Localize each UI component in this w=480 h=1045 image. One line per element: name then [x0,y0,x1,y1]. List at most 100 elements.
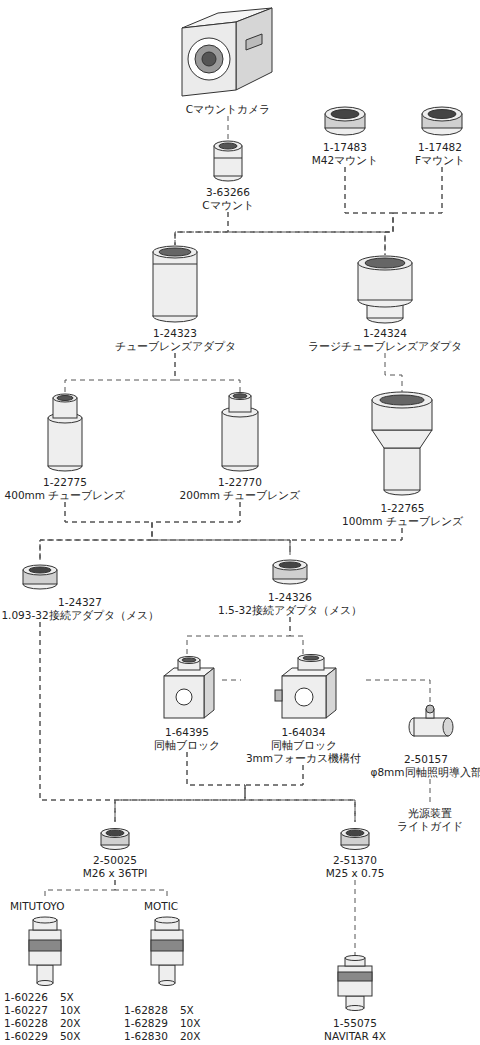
tube-lens-100-illustration-part [372,430,432,448]
table-cell: 5X [60,991,81,1004]
tube-lens-200-illustration-part [233,394,247,398]
label-stack: 1-24323チューブレンズアダプタ [110,327,240,353]
component-node: 1-55075NAVITAR 4X [300,955,410,1043]
component-label: 1.093-32接続アダプタ（メス） [1,609,158,622]
mitutoyo-objective-illustration-part [29,930,61,965]
connector-line [45,880,115,900]
connector-line [385,167,442,255]
component-node: MITUTOYO1-602265X1-6022710X1-6022820X1-6… [0,900,115,1043]
connector-line [152,502,290,555]
table-cell: 10X [180,1017,201,1030]
component-node: 1-64395同軸ブロック [152,655,222,752]
component-label: 2-51370 [333,854,377,867]
component-label: 3-63266 [206,186,250,199]
connector-line [40,502,240,560]
navitar-objective-illustration [338,956,372,1011]
connector-line [40,502,152,560]
component-label: 1-64395 [165,726,209,739]
component-label: 1-55075 [333,1017,377,1030]
component-label: 1-17482 [418,141,462,154]
m26-adapter-illustration-part [101,829,129,838]
component-label: 光源装置 ライトガイド [395,807,465,833]
component-node: 1-24324ラージチューブレンズアダプタ [295,255,475,353]
connector-line [115,752,245,822]
connector-line [40,622,115,822]
large-adapter-illustration [358,256,412,323]
tube-lens-400-illustration-part [57,396,73,401]
component-node: 3-63266Cマウント [188,140,268,212]
navitar-objective-illustration-part [346,1006,364,1011]
label-stack: 1-22765100mm チューブレンズ [335,502,470,528]
component-node: 1-17482Fマウント [400,104,480,167]
component-label: 1-22765 [381,502,425,515]
tube-lens-200-illustration-part [229,393,251,400]
tube-lens-adapter-illustration-part [153,264,197,265]
component-node: 1-64034同軸ブロック 3mmフォーカス機構付 [241,655,366,765]
coaxial-block-illustration [164,657,214,719]
component-label: M25 x 0.75 [326,867,385,880]
component-node: 1-22765100mm チューブレンズ [335,392,470,528]
tube-lens-adapter-illustration-part [153,252,197,316]
part-table: 1-628285X1-6282910X1-6283020X [124,1004,200,1043]
navitar-objective-illustration-part [345,956,365,961]
component-label: 1-24324 [363,327,407,340]
table-cell: 1-60229 [4,1030,48,1043]
label-stack: 1-22770200mm チューブレンズ [175,476,305,502]
coaxial-block-illustration-part [164,676,204,718]
large-adapter-illustration-part [358,256,412,270]
adapter-1093-illustration [23,565,57,589]
m25-adapter-illustration-part [346,830,364,836]
component-label: M26 x 36TPI [83,867,148,880]
connector-line [175,212,228,245]
adapter-1093-illustration-part [29,567,51,573]
tube-lens-200-illustration [222,393,258,472]
table-cell: 1-62828 [124,1004,168,1017]
component-label: 1-22775 [43,476,87,489]
connector-line [345,167,393,255]
tube-lens-100-illustration-part [384,448,420,490]
connector-line [115,765,303,822]
m25-adapter-illustration-part [341,829,369,838]
connector-line [290,617,303,655]
m42-mount-illustration-part [325,107,365,121]
adapter-15-illustration [273,560,307,584]
adapter-15-illustration-part [273,560,307,570]
component-label: 2-50157 [404,753,448,766]
label-stack: 1-243271.093-32接続アダプタ（メス） [0,596,160,622]
component-node: 1-24323チューブレンズアダプタ [110,245,240,353]
label-stack: 1-64034同軸ブロック 3mmフォーカス機構付 [241,726,366,765]
navitar-objective-illustration-part [338,972,372,981]
navitar-objective-illustration-part [338,966,372,996]
connector-line [228,116,229,140]
component-node: 2-51370M25 x 0.75 [310,822,400,880]
tube-lens-adapter-illustration-part [159,248,191,256]
component-label: Cマウントカメラ [186,103,270,116]
connector-line [290,528,402,555]
tube-lens-100-illustration-part [380,395,424,405]
motic-objective-illustration-part [151,940,183,951]
mitutoyo-objective-illustration [29,917,61,986]
table-cell: 1-62829 [124,1017,168,1030]
label-stack: 2-50157φ8mm同軸照明導入部 [372,753,480,779]
component-label: 同軸ブロック [154,739,220,752]
label-stack: 1-17483M42マウント [300,141,390,167]
adapter-1093-illustration-part [23,565,57,575]
component-label: Fマウント [415,154,465,167]
coaxial-focus-block-illustration [275,655,336,719]
tube-lens-400-illustration-part [48,418,82,466]
connector-line [115,880,167,900]
coaxial-illuminator-illustration-part [443,718,453,736]
connector-line [40,528,402,560]
tube-lens-400-illustration [48,394,82,471]
label-stack: 1-17482Fマウント [400,141,480,167]
component-label: 1-24323 [153,327,197,340]
tube-lens-adapter-illustration-part [153,246,197,258]
component-label: M42マウント [312,154,378,167]
m42-mount-illustration-part [331,110,359,119]
table-cell: 50X [60,1030,81,1043]
component-label: 2-50025 [93,854,137,867]
mitutoyo-objective-illustration-part [33,917,57,923]
component-label: 1.5-32接続アダプタ（メス） [218,604,362,617]
f-mount-illustration [422,107,462,135]
